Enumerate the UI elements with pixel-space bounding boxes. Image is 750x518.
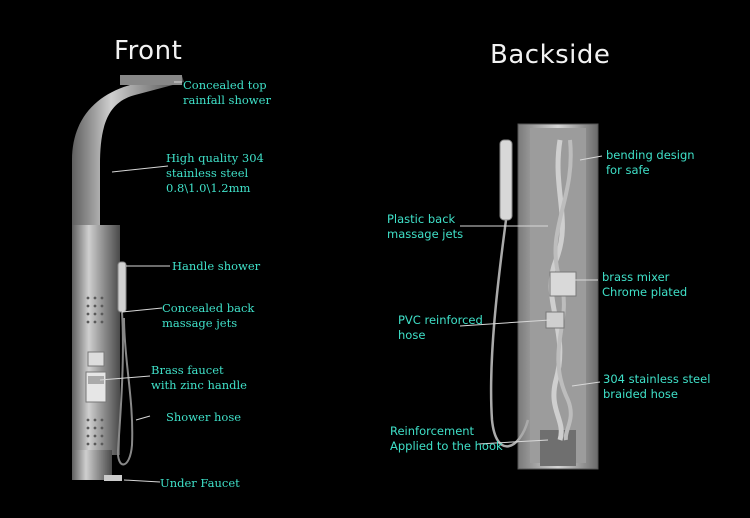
label-under-faucet: Under Faucet xyxy=(160,476,240,490)
label-shower-hose: Shower hose xyxy=(166,410,242,424)
back-panel xyxy=(489,123,599,470)
front-title: Front xyxy=(114,36,183,66)
front-panel xyxy=(72,75,184,481)
front-leader-lines xyxy=(99,81,182,483)
backside-title: Backside xyxy=(490,40,611,70)
label-handle-shower: Handle shower xyxy=(172,259,261,273)
back-leader-lines xyxy=(459,155,603,445)
